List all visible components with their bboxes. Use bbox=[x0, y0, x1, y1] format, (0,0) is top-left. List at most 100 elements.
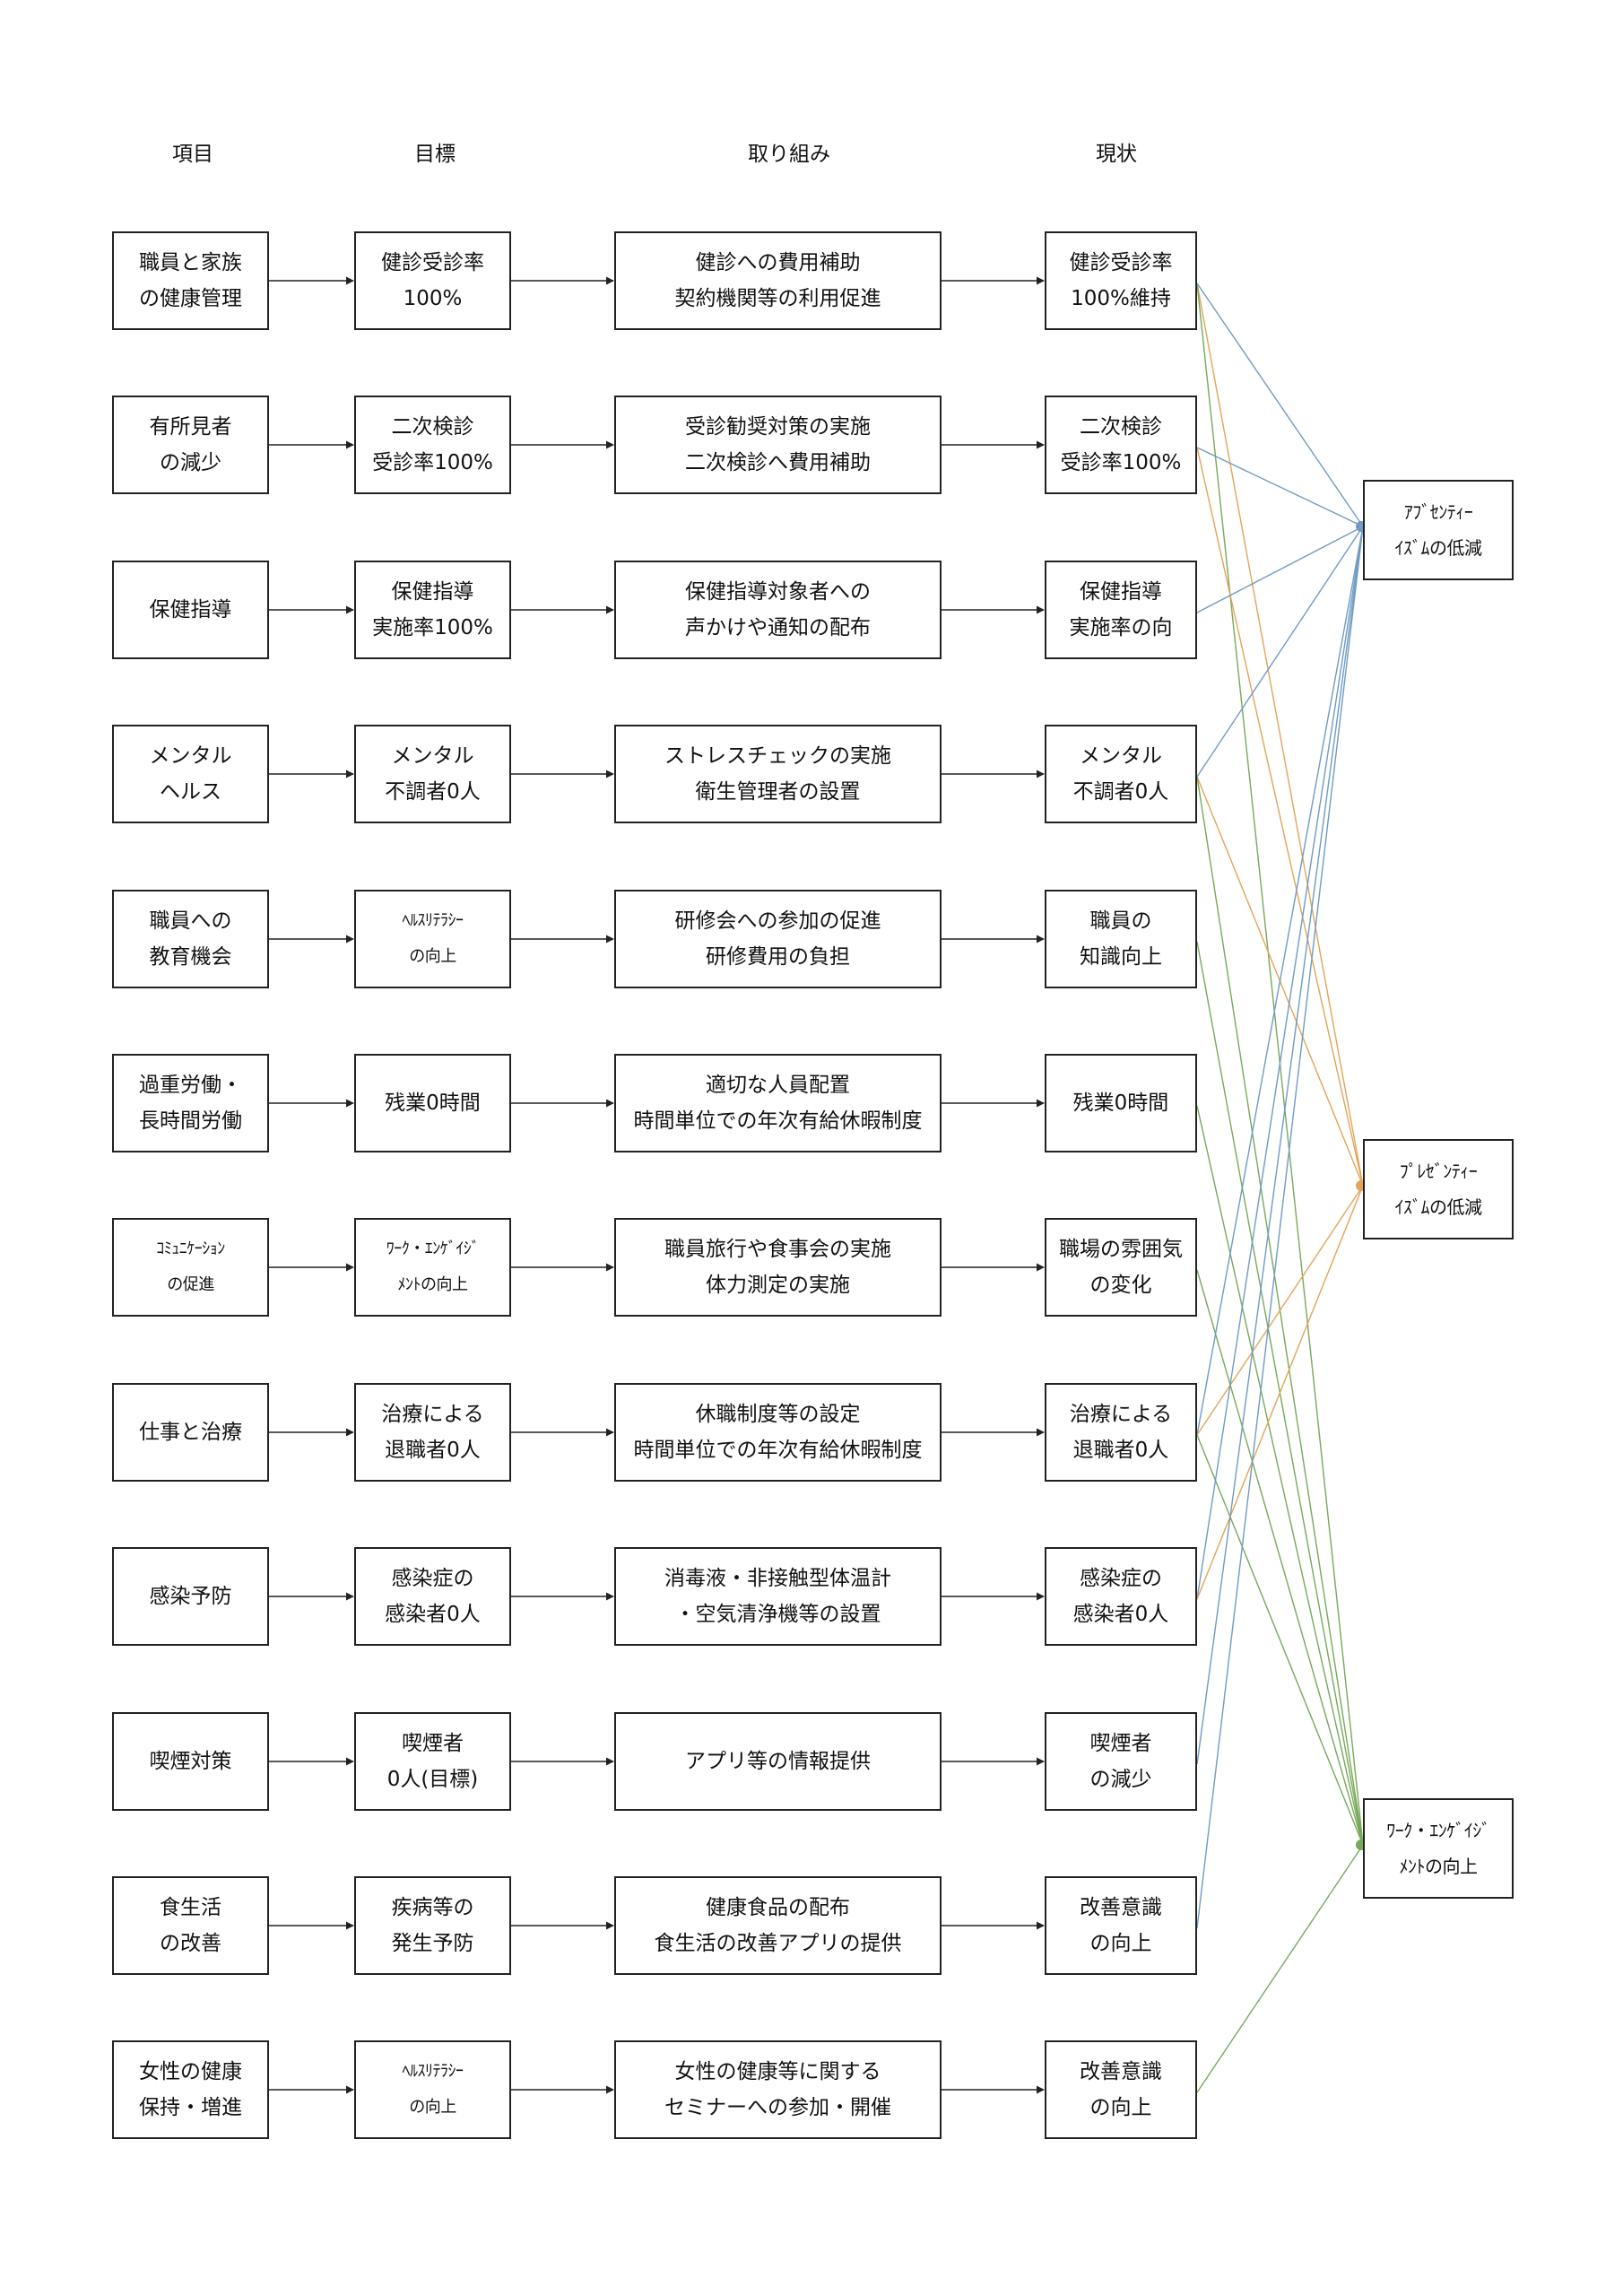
row-9-item-box: 感染予防 bbox=[112, 1547, 269, 1646]
row-10-status-box-line-2: の減少 bbox=[1089, 1768, 1152, 1791]
row-5-status-box-line-1: 職員の bbox=[1089, 909, 1152, 933]
connector-status-4-to-outcome-1 bbox=[1196, 526, 1364, 778]
row-8-status-box-line-2: 退職者0人 bbox=[1072, 1439, 1169, 1462]
header-status: 現状 bbox=[1096, 143, 1137, 166]
row-10-goal-box-line-2: 0人(目標) bbox=[386, 1768, 479, 1791]
row-8-effort-box: 休職制度等の設定時間単位での年次有給休暇制度 bbox=[614, 1383, 942, 1482]
row-1-goal-box-line-1: 健診受診率 bbox=[381, 251, 484, 274]
row-8-item-box-line-1: 仕事と治療 bbox=[139, 1421, 242, 1444]
presenteeism-outcome-box-line-2: ｲｽﾞﾑの低減 bbox=[1394, 1196, 1483, 1218]
row-5-item-box: 職員への教育機会 bbox=[112, 890, 269, 988]
header-goal: 目標 bbox=[414, 143, 456, 166]
row-5-item-box-line-1: 職員への bbox=[149, 909, 232, 933]
row-2-effort-box: 受診勧奨対策の実施二次検診へ費用補助 bbox=[614, 396, 942, 494]
row-5-effort-box-line-2: 研修費用の負担 bbox=[706, 945, 850, 969]
row-9-goal-box-line-2: 感染者0人 bbox=[385, 1603, 481, 1626]
row-11-effort-box: 健康食品の配布食生活の改善アプリの提供 bbox=[614, 1876, 942, 1975]
row-11-status-box-line-1: 改善意識 bbox=[1080, 1896, 1162, 1919]
row-10-goal-box: 喫煙者 0人(目標) bbox=[354, 1712, 511, 1811]
row-2-effort-box-line-2: 二次検診へ費用補助 bbox=[685, 451, 871, 474]
row-1-effort-box: 健診への費用補助契約機関等の利用促進 bbox=[614, 231, 942, 330]
presenteeism-outcome-box: ﾌﾟﾚｾﾞﾝﾃｨｰｲｽﾞﾑの低減 bbox=[1363, 1139, 1514, 1239]
row-6-status-box-line-1: 残業0時間 bbox=[1072, 1091, 1169, 1115]
connector-status-9-to-outcome-1 bbox=[1196, 526, 1364, 1600]
row-8-status-box-line-1: 治療による bbox=[1069, 1403, 1173, 1426]
header-item: 項目 bbox=[172, 143, 213, 166]
row-9-status-box: 感染症の感染者0人 bbox=[1045, 1547, 1197, 1646]
row-11-item-box-line-2: の改善 bbox=[160, 1932, 221, 1955]
row-12-status-box: 改善意識の向上 bbox=[1045, 2040, 1197, 2139]
row-2-goal-box-line-1: 二次検診 bbox=[391, 415, 474, 439]
row-10-item-box: 喫煙対策 bbox=[112, 1712, 269, 1811]
row-12-status-box-line-2: の向上 bbox=[1089, 2096, 1152, 2119]
connector-status-11-to-outcome-1 bbox=[1196, 526, 1364, 1929]
row-3-goal-box: 保健指導実施率100% bbox=[354, 561, 511, 659]
row-12-goal-box-line-2: の向上 bbox=[409, 2098, 456, 2117]
row-7-item-box: ｺﾐｭﾆｹｰｼｮﾝの促進 bbox=[112, 1218, 269, 1317]
row-2-effort-box-line-1: 受診勧奨対策の実施 bbox=[685, 415, 871, 439]
row-10-effort-box-line-1: アプリ等の情報提供 bbox=[685, 1750, 871, 1773]
row-11-goal-box: 疾病等の発生予防 bbox=[354, 1876, 511, 1975]
connector-status-1-to-outcome-1 bbox=[1196, 283, 1364, 527]
connector-status-8-to-outcome-2 bbox=[1196, 1185, 1364, 1436]
row-1-item-box: 職員と家族の健康管理 bbox=[112, 231, 269, 330]
row-3-goal-box-line-1: 保健指導 bbox=[391, 580, 474, 604]
row-11-item-box-line-1: 食生活 bbox=[160, 1896, 221, 1919]
row-3-goal-box-line-2: 実施率100% bbox=[372, 616, 493, 639]
row-6-item-box: 過重労働・長時間労働 bbox=[112, 1054, 269, 1152]
row-6-goal-box-line-1: 残業0時間 bbox=[385, 1091, 481, 1115]
row-2-item-box-line-1: 有所見者 bbox=[149, 415, 232, 439]
row-7-status-box-line-2: の変化 bbox=[1089, 1274, 1152, 1297]
absenteeism-outcome-box-line-2: ｲｽﾞﾑの低減 bbox=[1394, 537, 1483, 559]
row-7-item-box-line-1: ｺﾐｭﾆｹｰｼｮﾝ bbox=[156, 1239, 225, 1258]
row-5-status-box-line-2: 知識向上 bbox=[1080, 945, 1162, 969]
row-9-effort-box-line-2: ・空気清浄機等の設置 bbox=[674, 1603, 881, 1626]
row-5-status-box: 職員の知識向上 bbox=[1045, 890, 1197, 988]
absenteeism-outcome-box: ｱﾌﾞｾﾝﾃｨｰｲｽﾞﾑの低減 bbox=[1363, 480, 1514, 580]
row-8-goal-box-line-2: 退職者0人 bbox=[385, 1439, 481, 1462]
engagement-outcome-box-line-1: ﾜｰｸ・ｴﾝｹﾞｲｼﾞ bbox=[1386, 1820, 1490, 1841]
row-5-effort-box-line-1: 研修会への参加の促進 bbox=[674, 909, 881, 933]
row-7-goal-box-line-1: ﾜｰｸ・ｴﾝｹﾞｲｼﾞ bbox=[386, 1239, 480, 1258]
row-3-status-box-line-1: 保健指導 bbox=[1080, 580, 1162, 604]
row-3-status-box: 保健指導実施率の向 bbox=[1045, 561, 1197, 659]
row-1-item-box-line-1: 職員と家族 bbox=[139, 251, 242, 274]
connector-status-3-to-outcome-1 bbox=[1196, 526, 1364, 613]
connector-status-8-to-outcome-1 bbox=[1196, 526, 1364, 1436]
row-9-effort-box-line-1: 消毒液・非接触型体温計 bbox=[664, 1567, 891, 1590]
row-5-goal-box-line-1: ﾍﾙｽﾘﾃﾗｼｰ bbox=[402, 911, 464, 930]
row-4-status-box: メンタル不調者0人 bbox=[1045, 725, 1197, 823]
row-6-effort-box: 適切な人員配置時間単位での年次有給休暇制度 bbox=[614, 1054, 942, 1152]
connector-status-2-to-outcome-1 bbox=[1196, 447, 1364, 527]
row-9-goal-box: 感染症の感染者0人 bbox=[354, 1547, 511, 1646]
row-2-item-box: 有所見者の減少 bbox=[112, 396, 269, 494]
row-3-status-box-line-2: 実施率の向 bbox=[1069, 616, 1173, 639]
row-9-status-box-line-1: 感染症の bbox=[1080, 1567, 1162, 1590]
row-8-goal-box: 治療による退職者0人 bbox=[354, 1383, 511, 1482]
row-12-status-box-line-1: 改善意識 bbox=[1080, 2060, 1162, 2083]
connector-status-2-to-outcome-2 bbox=[1196, 447, 1364, 1187]
row-10-goal-box-line-1: 喫煙者 bbox=[402, 1732, 464, 1755]
engagement-outcome-box: ﾜｰｸ・ｴﾝｹﾞｲｼﾞ ﾒﾝﾄの向上 bbox=[1363, 1798, 1514, 1899]
connector-status-10-to-outcome-1 bbox=[1196, 526, 1364, 1765]
header-effort: 取り組み bbox=[748, 143, 830, 166]
row-8-goal-box-line-1: 治療による bbox=[381, 1403, 484, 1426]
row-7-effort-box-line-1: 職員旅行や食事会の実施 bbox=[664, 1238, 891, 1261]
row-2-goal-box-line-2: 受診率100% bbox=[372, 451, 493, 474]
row-10-item-box-line-1: 喫煙対策 bbox=[149, 1750, 232, 1773]
row-8-effort-box-line-1: 休職制度等の設定 bbox=[695, 1403, 861, 1426]
row-12-effort-box: 女性の健康等に関するセミナーへの参加・開催 bbox=[614, 2040, 942, 2139]
row-2-status-box-line-2: 受診率100% bbox=[1060, 451, 1182, 474]
engagement-outcome-box-line-2: ﾒﾝﾄの向上 bbox=[1399, 1856, 1479, 1877]
row-6-effort-box-line-1: 適切な人員配置 bbox=[706, 1074, 850, 1097]
row-1-item-box-line-2: の健康管理 bbox=[139, 287, 242, 310]
row-11-status-box-line-2: の向上 bbox=[1089, 1932, 1152, 1955]
connector-status-7-to-outcome-3 bbox=[1196, 1269, 1364, 1846]
row-12-effort-box-line-2: セミナーへの参加・開催 bbox=[664, 2096, 891, 2119]
row-12-item-box-line-1: 女性の健康 bbox=[139, 2060, 242, 2083]
row-2-goal-box: 二次検診受診率100% bbox=[354, 396, 511, 494]
row-10-status-box-line-1: 喫煙者 bbox=[1089, 1732, 1152, 1755]
row-4-goal-box-line-1: メンタル bbox=[391, 744, 474, 768]
row-11-effort-box-line-2: 食生活の改善アプリの提供 bbox=[654, 1932, 902, 1955]
